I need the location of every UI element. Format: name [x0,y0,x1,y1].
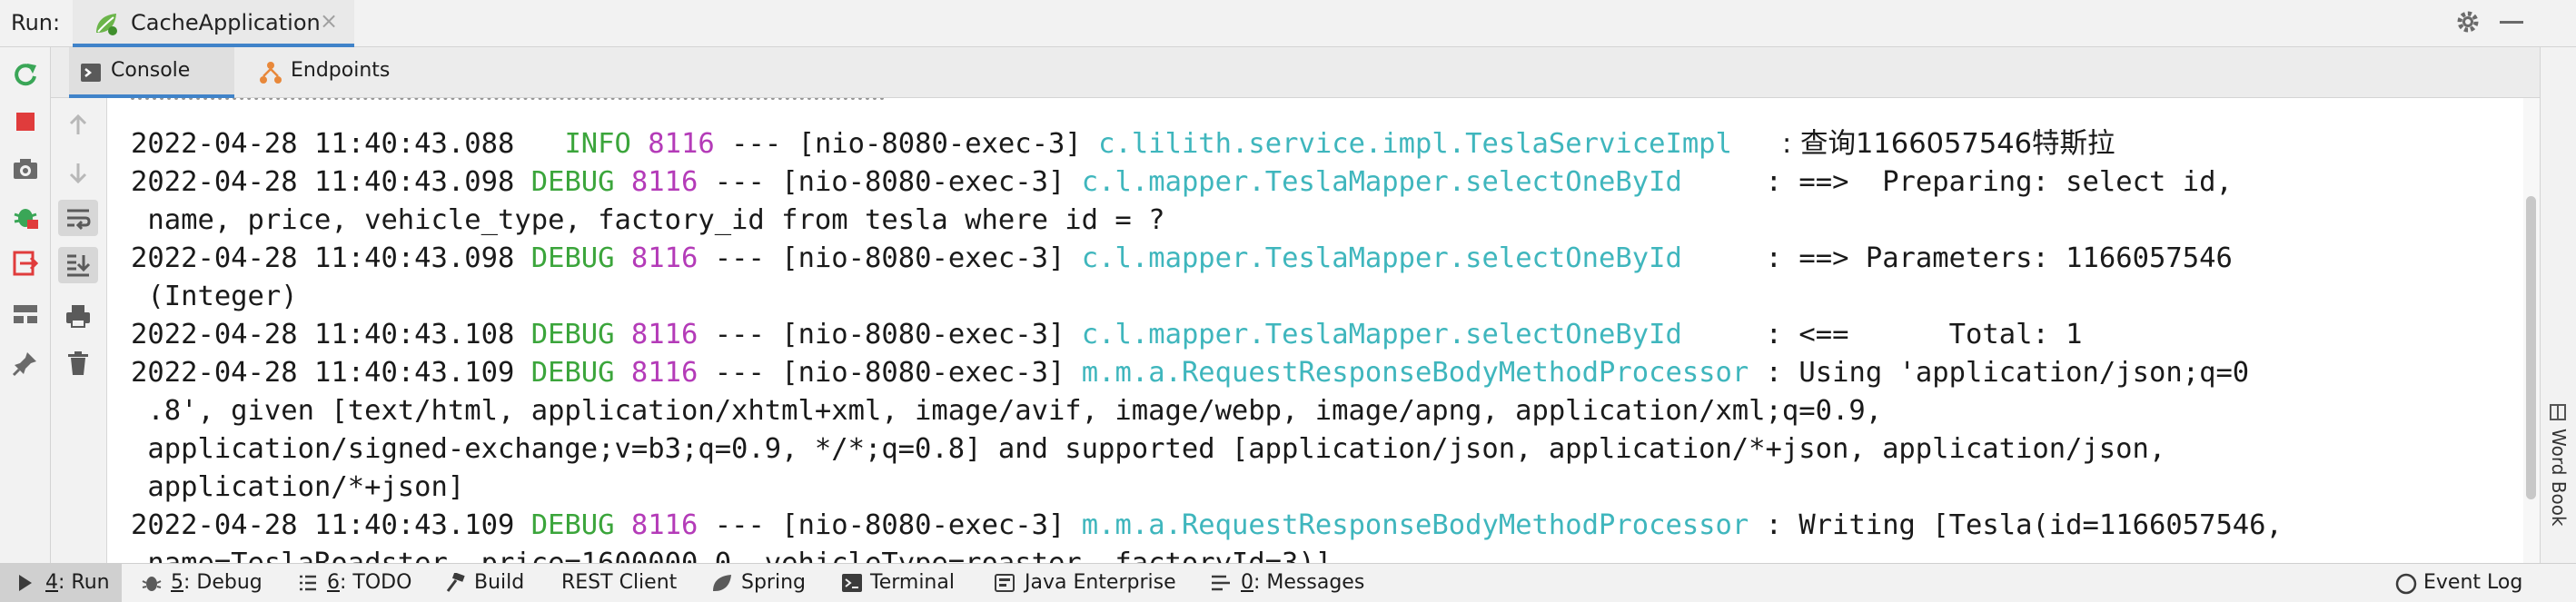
arrow-down-icon[interactable] [64,158,93,187]
log-line-continuation: name, price, vehicle_type, factory_id fr… [131,204,1165,236]
log-line: 2022-04-28 11:40:43.109 DEBUG 8116 --- [… [131,357,2250,389]
gear-icon[interactable] [2454,8,2482,39]
print-icon[interactable] [64,301,93,331]
console-toolbar [51,98,107,563]
java-enterprise-icon [995,574,1015,592]
arrow-up-icon[interactable] [64,111,93,140]
log-line-continuation: application/*+json] [131,471,465,503]
log-line: 2022-04-28 11:40:43.109 DEBUG 8116 --- [… [131,509,2283,541]
toolwindow-terminal[interactable]: Terminal [839,564,966,602]
toolwindow-run[interactable]: 4: Run [0,564,122,602]
log-lines: 2022-04-28 11:40:43.088 INFO 8116 --- [n… [131,98,2283,563]
console-tabs: Console Endpoints [51,47,2576,98]
vertical-scrollbar[interactable] [2523,98,2540,563]
exit-icon[interactable] [11,249,40,278]
tool-window-bar: 4: Run 5: Debug 6: TODO Build REST Clien… [0,563,2576,602]
layout-icon[interactable] [11,300,40,329]
toolwindow-todo[interactable]: 6: TODO [292,564,420,602]
rerun-icon[interactable] [11,60,40,89]
tab-console[interactable]: Console [69,47,234,98]
play-icon [19,575,32,591]
terminal-icon [842,574,862,592]
toolwindow-messages[interactable]: 0: Messages [1208,564,1381,602]
scrollbar-thumb[interactable] [2526,196,2536,499]
tab-label: CacheApplication [131,10,321,35]
console-icon [80,62,102,87]
right-tool-strip: Word Book [2540,47,2576,563]
list-icon [300,575,316,591]
tab-cache-application[interactable]: CacheApplication × [73,0,354,47]
toolwindow-debug[interactable]: 5: Debug [136,564,263,602]
log-line-continuation: name=TeslaRoadster, price=1600000.0, veh… [131,545,2283,563]
tab-endpoints[interactable]: Endpoints [234,47,425,98]
spring-leaf-icon [713,575,731,591]
run-toolbar [0,47,51,563]
minimize-icon[interactable] [2500,21,2523,24]
log-line-continuation: (Integer) [131,281,298,312]
run-tool-window-header: Run: CacheApplication × [0,0,2576,47]
console-output[interactable]: 2022-04-28 11:40:43.088 INFO 8116 --- [n… [107,98,2523,563]
toolwindow-build[interactable]: Build [441,564,541,602]
word-book-button[interactable]: Word Book [2548,429,2570,527]
scroll-to-end-icon[interactable] [58,247,98,283]
pin-icon[interactable] [11,349,40,378]
close-tab-icon[interactable]: × [320,8,339,34]
camera-icon[interactable] [11,154,40,183]
log-line: 2022-04-28 11:40:43.098 DEBUG 8116 --- [… [131,242,2233,274]
tab-console-label: Console [111,59,191,82]
messages-icon [1212,575,1230,591]
endpoints-icon [258,60,283,89]
debug-bug-icon[interactable] [11,202,40,231]
stop-icon[interactable] [11,107,40,136]
search-icon [2395,573,2417,595]
trash-icon[interactable] [64,349,93,378]
log-line-continuation: application/signed-exchange;v=b3;q=0.9, … [131,433,2166,465]
toolwindow-event-log[interactable]: Event Log [2391,564,2527,602]
toolwindow-spring[interactable]: Spring [708,564,827,602]
toolwindow-rest-client[interactable]: REST Client [561,571,678,594]
toolwindow-java-enterprise[interactable]: Java Enterprise [992,564,1183,602]
log-line: 2022-04-28 11:40:43.088 INFO 8116 --- [n… [131,128,2115,160]
run-label: Run: [11,10,61,35]
debug-bug-icon [142,577,162,591]
hammer-icon [446,573,465,592]
log-line: 2022-04-28 11:40:43.098 DEBUG 8116 --- [… [131,166,2233,198]
spring-leaf-icon [93,11,120,40]
log-line: 2022-04-28 11:40:43.108 DEBUG 8116 --- [… [131,319,2083,350]
word-book-icon [2549,403,2567,425]
tab-endpoints-label: Endpoints [291,59,391,82]
log-line-continuation: .8', given [text/html, application/xhtml… [131,395,1883,427]
log-line-partial [131,98,2283,125]
soft-wrap-icon[interactable] [58,200,98,236]
